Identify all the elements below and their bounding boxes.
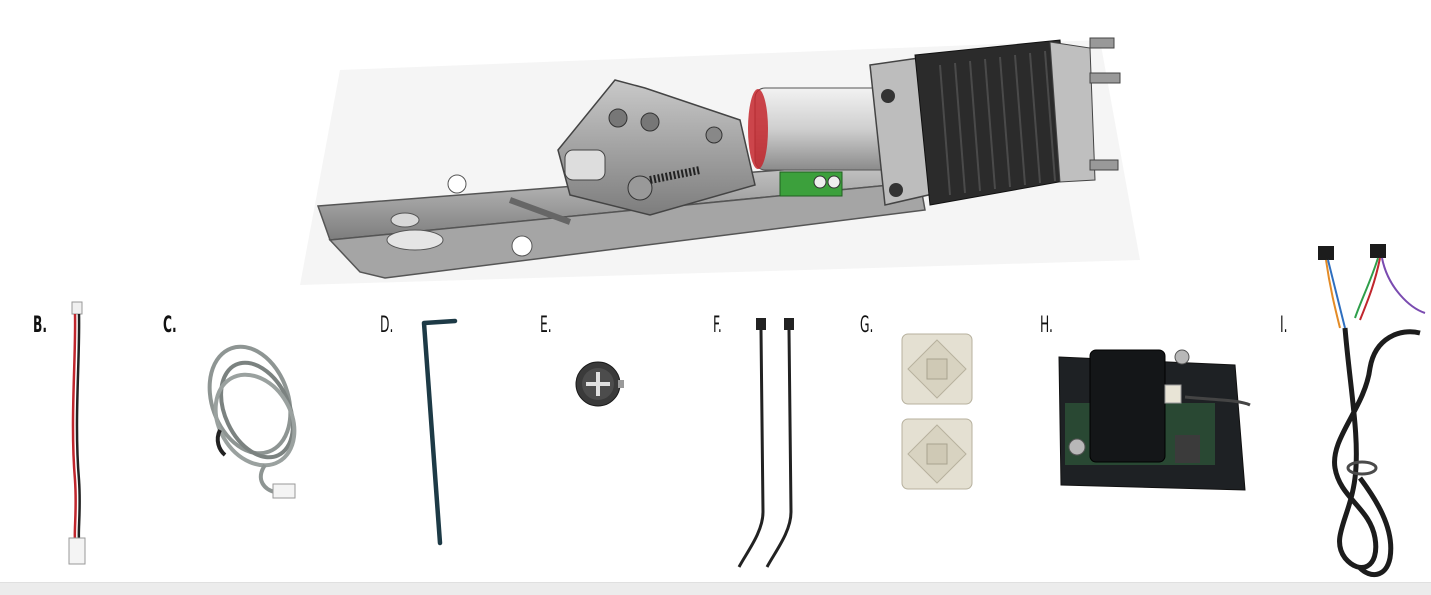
label-i: I. — [1280, 313, 1288, 338]
label-b: B. — [33, 313, 48, 338]
adhesive-mounts-icon — [901, 333, 973, 490]
label-c: C. — [163, 313, 177, 338]
label-d: D. — [380, 313, 394, 338]
grey-coiled-cable-icon — [207, 344, 297, 499]
label-e: E. — [540, 313, 552, 338]
wire-harness-icon — [1318, 244, 1426, 577]
label-f: F. — [713, 313, 722, 338]
hex-key-icon — [421, 318, 458, 546]
cable-ties-icon — [737, 318, 794, 568]
label-h: H. — [1040, 313, 1053, 338]
phillips-screw-icon — [575, 361, 624, 407]
label-g: G. — [860, 313, 874, 338]
motorized-arm-assembly-icon — [300, 37, 1140, 285]
sensor-board-icon — [1058, 349, 1251, 491]
footer-bar — [0, 582, 1431, 595]
short-cable-icon — [68, 301, 86, 565]
